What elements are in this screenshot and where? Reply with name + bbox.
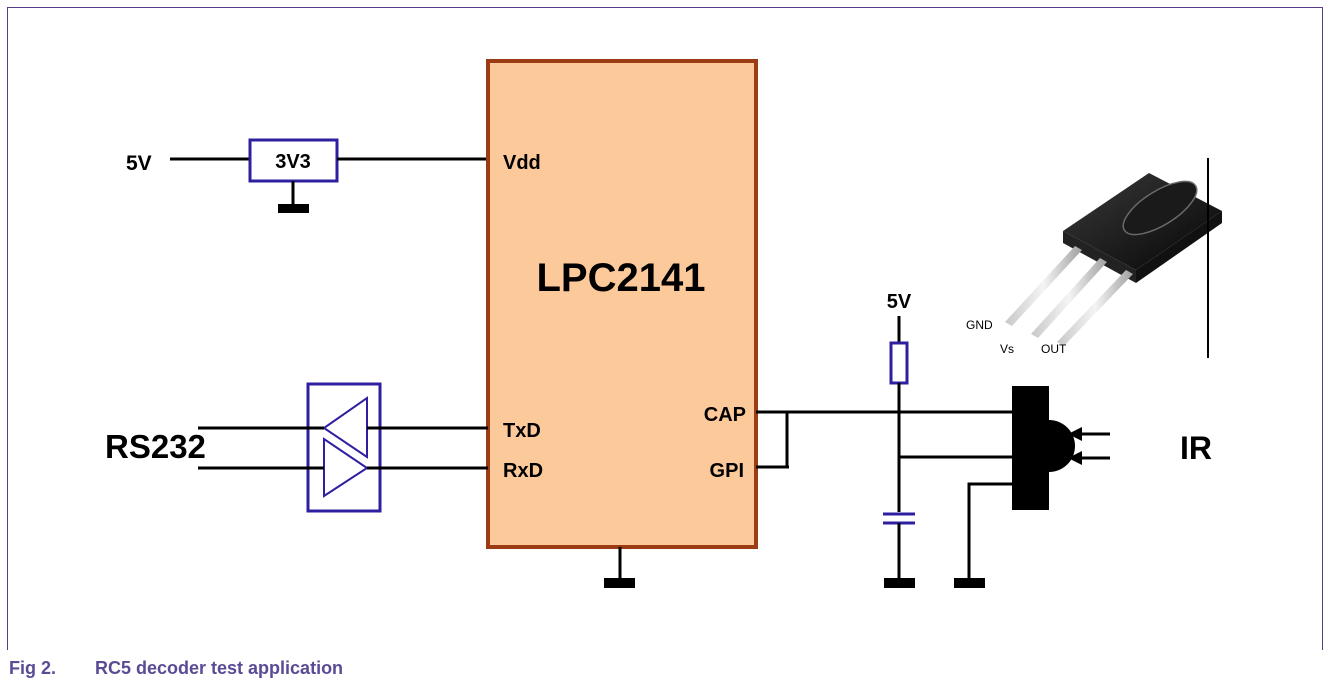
figure-caption: Fig 2. RC5 decoder test application — [9, 658, 343, 679]
regulator-label: 3V3 — [275, 151, 311, 173]
pin-rxd-label: RxD — [503, 460, 543, 482]
photo-pin-label-vs: Vs — [1000, 342, 1014, 356]
regulator-ground-symbol — [278, 204, 309, 213]
pin-vs — [1031, 258, 1107, 338]
supply-input-label: 5V — [126, 152, 152, 175]
supply-section — [170, 138, 488, 213]
ir-label: IR — [1180, 430, 1212, 466]
capacitor-ground-symbol — [884, 578, 915, 588]
transceiver-box — [306, 382, 382, 513]
chip-ground-symbol — [604, 578, 635, 588]
figure-frame — [7, 7, 1323, 650]
ir-receiver-photo — [1005, 158, 1222, 358]
pin-cap-label: CAP — [704, 404, 746, 426]
rs232-label: RS232 — [105, 428, 206, 465]
pullup-resistor — [889, 341, 909, 385]
caption-title: RC5 decoder test application — [95, 658, 344, 678]
photo-pin-label-gnd: GND — [966, 318, 993, 332]
pullup-supply-label: 5V — [887, 291, 912, 313]
ir-receiver-body — [1012, 386, 1049, 510]
lpc2141-chip — [486, 59, 758, 549]
pin-vdd-label: Vdd — [503, 152, 541, 174]
ir-input-network — [756, 316, 1110, 588]
pin-out — [1057, 270, 1133, 346]
chip-name-label: LPC2141 — [537, 256, 706, 300]
photo-pin-label-out: OUT — [1041, 342, 1067, 356]
pin-txd-label: TxD — [503, 420, 541, 442]
ir-arrow-icon — [1068, 427, 1110, 465]
ir-receiver-lens — [1049, 420, 1075, 472]
schematic-diagram: 5V 3V3 Vdd LPC2141 TxD RxD CAP GPI RS232… — [105, 59, 1222, 588]
caption-number: Fig 2. — [9, 658, 57, 678]
receiver-ground-symbol — [954, 578, 985, 588]
rs232-transceiver — [198, 382, 488, 513]
wire-receiver-ground — [967, 482, 1012, 580]
pin-gnd — [1005, 246, 1082, 326]
pin-gpi-label: GPI — [710, 460, 744, 482]
